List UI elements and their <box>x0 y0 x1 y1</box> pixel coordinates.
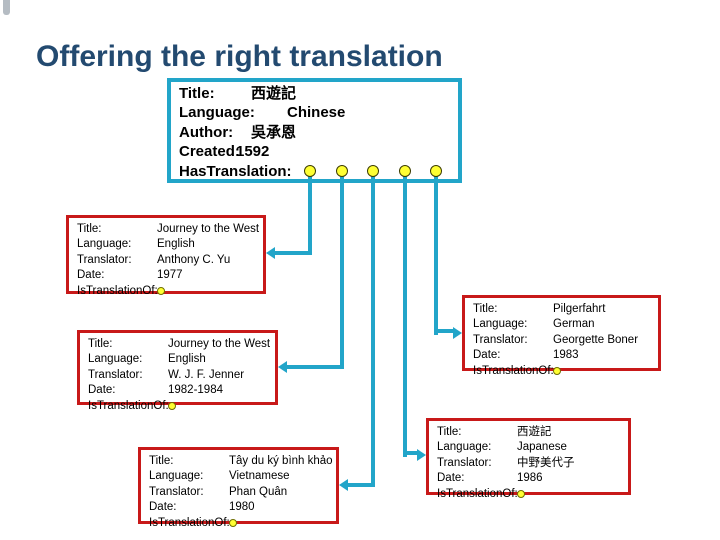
source-author-row: Author: 吳承恩 <box>179 123 458 142</box>
has-translation-node-5 <box>430 164 442 177</box>
corner-artifact <box>3 0 10 15</box>
language-label: Language: <box>149 470 204 483</box>
is-translation-of-label: IsTranslationOf: <box>473 364 554 377</box>
has-translation-node-1 <box>304 164 316 177</box>
link3-horizontal-line <box>346 483 375 487</box>
title-label: Title: <box>149 455 174 467</box>
link2-arrowhead-icon <box>278 361 287 373</box>
translation-date-value: 1982-1984 <box>168 384 223 397</box>
translation-title-value: Pilgerfahrt <box>553 303 606 315</box>
is-translation-of-label: IsTranslationOf: <box>88 399 169 412</box>
has-translation-node-4 <box>398 164 411 177</box>
is-translation-of-node <box>168 401 176 410</box>
source-hastranslation-row: HasTranslation: <box>179 162 458 181</box>
link5-horizontal-line <box>436 329 454 333</box>
date-label: Date: <box>88 384 116 397</box>
created-label: Created: <box>179 143 240 161</box>
translation-translator-value: Phan Quân <box>229 485 288 498</box>
translation-language-value: English <box>168 353 206 366</box>
link1-horizontal-line <box>273 251 312 255</box>
translation-language-value: Vietnamese <box>229 470 290 483</box>
title-label: Title: <box>473 303 498 315</box>
source-language-value: Chinese <box>287 104 346 122</box>
link5-arrowhead-icon <box>453 327 462 339</box>
language-label: Language: <box>437 441 492 454</box>
translator-label: Translator: <box>473 333 528 346</box>
source-work-card: Title: 西遊記 Language: Chinese Author: 吳承恩… <box>167 78 462 183</box>
is-translation-of-node <box>229 518 237 527</box>
title-label: Title: <box>88 338 113 350</box>
link3-vertical-line <box>371 176 375 487</box>
source-language-row: Language: Chinese <box>179 103 458 122</box>
title-label: Title: <box>437 426 462 438</box>
link2-vertical-line <box>340 176 344 369</box>
is-translation-of-label: IsTranslationOf: <box>437 487 518 500</box>
translation-translator-value: W. J. F. Jenner <box>168 368 245 381</box>
source-title-value: 西遊記 <box>251 85 297 102</box>
translation-title-value: Tây du ký bình khảo <box>229 455 333 467</box>
translation-card-vietnamese: Title: Tây du ký bình khảo Language: Vietn… <box>138 447 339 529</box>
translation-title-value: Journey to the West <box>157 223 260 235</box>
translation-language-value: Japanese <box>517 441 567 454</box>
link4-horizontal-line <box>405 451 418 455</box>
link4-arrowhead-icon <box>417 449 426 461</box>
translation-title-value: 西遊記 <box>517 426 552 438</box>
translator-label: Translator: <box>149 485 204 498</box>
translation-card-german: Title: Pilgerfahrt Language: German Transl… <box>462 295 661 377</box>
author-label: Author: <box>179 123 234 141</box>
is-translation-of-node <box>553 366 561 375</box>
is-translation-of-label: IsTranslationOf: <box>149 516 230 529</box>
link1-arrowhead-icon <box>266 247 275 259</box>
language-label: Language: <box>88 353 143 366</box>
source-title-row: Title: 西遊記 <box>179 84 458 103</box>
is-translation-of-label: IsTranslationOf: <box>77 284 158 297</box>
has-translation-node-2 <box>335 164 348 177</box>
link1-vertical-line <box>308 176 312 255</box>
link4-vertical-line <box>403 176 407 457</box>
date-label: Date: <box>77 269 105 282</box>
translator-label: Translator: <box>437 456 492 469</box>
translation-card-japanese: Title: 西遊記 Language: Japanese Translator: 中… <box>426 418 631 500</box>
translation-card-english-yu: Title: Journey to the West Language: Engli… <box>66 215 266 297</box>
translation-title-value: Journey to the West <box>168 338 271 350</box>
source-author-value: 吳承恩 <box>251 123 297 141</box>
translation-card-english-jenner: Title: Journey to the West Language: Engli… <box>77 330 278 412</box>
translation-translator-value: Anthony C. Yu <box>157 253 231 266</box>
slide-title: Offering the right translation <box>36 40 443 74</box>
is-translation-of-node <box>157 286 165 295</box>
translator-label: Translator: <box>77 253 132 266</box>
source-created-value: 1592 <box>236 143 270 161</box>
date-label: Date: <box>149 501 177 514</box>
source-created-row: Created: 1592 <box>179 142 458 161</box>
language-label: Language: <box>179 104 255 122</box>
link3-arrowhead-icon <box>339 479 348 491</box>
has-translation-label: HasTranslation: <box>179 162 292 180</box>
translation-language-value: German <box>553 318 595 331</box>
translation-date-value: 1977 <box>157 269 183 282</box>
link5-vertical-line <box>434 176 438 335</box>
translation-language-value: English <box>157 238 195 251</box>
translator-label: Translator: <box>88 368 143 381</box>
is-translation-of-node <box>517 489 525 498</box>
translation-translator-value: 中野美代子 <box>517 456 575 469</box>
language-label: Language: <box>77 238 132 251</box>
translation-date-value: 1983 <box>553 349 579 362</box>
title-label: Title: <box>77 223 102 235</box>
date-label: Date: <box>437 472 465 485</box>
link2-horizontal-line <box>285 365 344 369</box>
has-translation-node-3 <box>367 164 379 177</box>
translation-date-value: 1980 <box>229 501 255 514</box>
title-label: Title: <box>179 85 215 102</box>
translation-translator-value: Georgette Boner <box>553 333 639 346</box>
language-label: Language: <box>473 318 528 331</box>
date-label: Date: <box>473 349 501 362</box>
translation-date-value: 1986 <box>517 472 543 485</box>
